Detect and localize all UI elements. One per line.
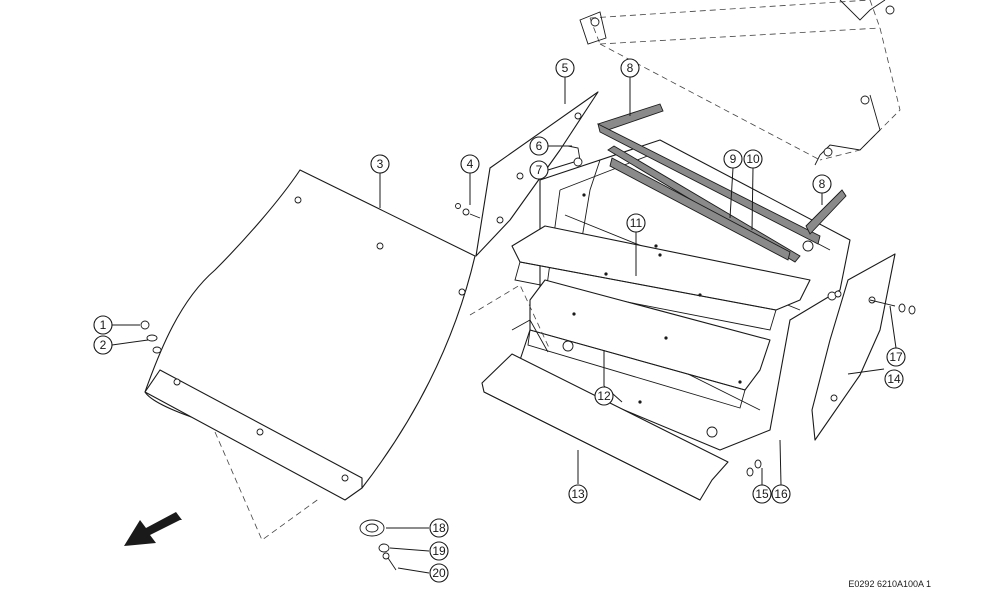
callout-8-top: 8	[620, 58, 640, 78]
cross-plate-lower	[511, 279, 771, 409]
hardware-right	[746, 299, 916, 477]
callout-18: 18	[429, 518, 449, 538]
callout-11: 11	[626, 213, 646, 233]
callout-19-label: 19	[432, 544, 446, 558]
callout-14-circle	[884, 369, 904, 389]
callout-3-label: 3	[377, 157, 384, 171]
callout-13-circle	[568, 484, 588, 504]
callout-10: 10	[743, 149, 763, 169]
callout-12-label: 12	[597, 389, 611, 403]
cross-plate-upper	[511, 225, 811, 331]
callout-8-right: 8	[812, 174, 832, 194]
callout-14: 14	[884, 369, 904, 389]
callout-16-label: 16	[774, 487, 788, 501]
callout-15: 15	[752, 484, 772, 504]
bottom-plate	[481, 353, 729, 501]
callout-8-top-circle	[620, 58, 640, 78]
callout-7: 7	[529, 160, 549, 180]
upper-frame-assembly	[579, 0, 901, 166]
callout-1-circle	[93, 315, 113, 335]
callout-6-circle	[529, 136, 549, 156]
callout-3-circle	[370, 154, 390, 174]
callout-7-label: 7	[536, 163, 543, 177]
callout-17: 17	[886, 347, 906, 367]
callout-19: 19	[429, 541, 449, 561]
callout-14-label: 14	[887, 372, 901, 386]
callout-15-circle	[752, 484, 772, 504]
direction-arrow-icon	[124, 512, 182, 546]
callout-9-label: 9	[730, 152, 737, 166]
hardware-bottom	[359, 519, 397, 571]
callout-10-label: 10	[746, 152, 760, 166]
callout-20-label: 20	[432, 566, 446, 580]
callout-20: 20	[429, 563, 449, 583]
callout-16: 16	[771, 484, 791, 504]
callout-11-label: 11	[630, 216, 643, 230]
side-panel-right	[811, 253, 896, 441]
callout-12: 12	[594, 386, 614, 406]
callout-5: 5	[555, 58, 575, 78]
callout-20-circle	[429, 563, 449, 583]
callout-11-circle	[626, 213, 646, 233]
drawing-reference-label: E0292 6210A100A 1	[848, 579, 931, 589]
callout-12-circle	[594, 386, 614, 406]
callout-18-label: 18	[432, 521, 446, 535]
callout-17-label: 17	[889, 350, 903, 364]
callout-8-top-label: 8	[627, 61, 634, 75]
seal-strips	[597, 103, 847, 263]
callout-10-circle	[743, 149, 763, 169]
callout-4: 4	[460, 154, 480, 174]
callout-16-circle	[771, 484, 791, 504]
callout-2-label: 2	[100, 338, 107, 352]
callout-9: 9	[723, 149, 743, 169]
callout-13-label: 13	[571, 487, 585, 501]
callout-17-circle	[886, 347, 906, 367]
main-panel	[144, 169, 551, 541]
callout-8-right-circle	[812, 174, 832, 194]
callout-19-circle	[429, 541, 449, 561]
callout-3: 3	[370, 154, 390, 174]
callout-13: 13	[568, 484, 588, 504]
callout-5-circle	[555, 58, 575, 78]
callout-1-label: 1	[100, 318, 107, 332]
callout-9-circle	[723, 149, 743, 169]
callout-1: 1	[93, 315, 113, 335]
callout-15-label: 15	[755, 487, 769, 501]
callout-6-label: 6	[536, 139, 543, 153]
callout-2: 2	[93, 335, 113, 355]
callout-4-circle	[460, 154, 480, 174]
callout-18-circle	[429, 518, 449, 538]
callout-2-circle	[93, 335, 113, 355]
callout-8-right-label: 8	[819, 177, 826, 191]
callout-7-circle	[529, 160, 549, 180]
callout-5-label: 5	[562, 61, 569, 75]
leader-lines	[111, 77, 897, 574]
callout-4-label: 4	[467, 157, 474, 171]
callout-6: 6	[529, 136, 549, 156]
